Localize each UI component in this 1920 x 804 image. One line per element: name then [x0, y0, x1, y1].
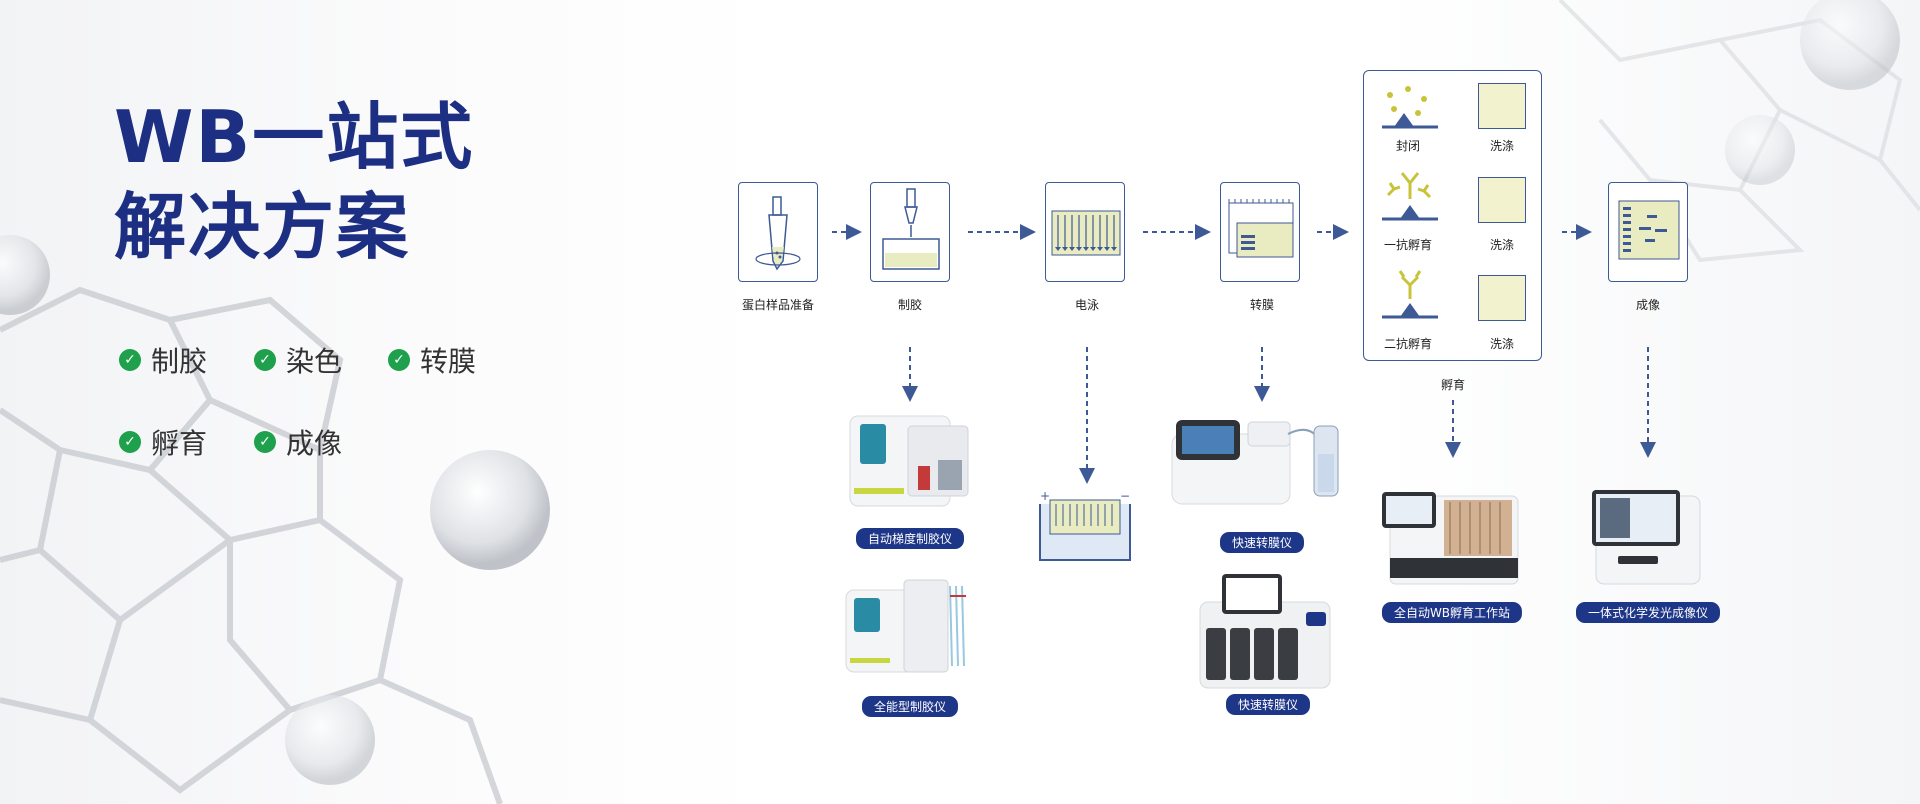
- step-imaging-box: [1608, 182, 1688, 282]
- step-sample-prep-box: [738, 182, 818, 282]
- gradient-gel-maker-device: [849, 415, 969, 507]
- incubation-panel: 封闭 一抗孵育 二抗孵育 洗涤 洗涤 洗涤: [1363, 70, 1542, 361]
- step-label: 成像: [1635, 298, 1661, 312]
- check-icon: ✓: [254, 431, 276, 453]
- chemiluminescence-imager-device: [1592, 490, 1701, 585]
- feature-label: 孵育: [151, 427, 208, 460]
- step-electrophoresis-box: [1045, 182, 1125, 282]
- block-label: 封闭: [1395, 139, 1421, 153]
- step-label: 制胶: [897, 298, 923, 312]
- minus-sign: −: [1120, 490, 1130, 503]
- feature-stain: ✓ 染色: [254, 340, 342, 380]
- step-label: 孵育: [1440, 378, 1466, 392]
- feature-label: 转膜: [420, 345, 477, 378]
- feature-imaging: ✓ 成像: [254, 422, 342, 462]
- fast-transfer-device-2: [1199, 574, 1331, 689]
- feature-gel: ✓ 制胶: [119, 340, 207, 380]
- step-transfer-box: [1220, 182, 1300, 282]
- wash-label: 洗涤: [1489, 337, 1515, 351]
- wash-box-1: [1478, 83, 1526, 129]
- check-icon: ✓: [388, 349, 410, 371]
- gel-casting-icon: [882, 188, 940, 270]
- secondary-label: 二抗孵育: [1383, 337, 1433, 351]
- product-tag: 快速转膜仪: [1225, 694, 1311, 715]
- blocking-icon: [1382, 86, 1438, 129]
- primary-antibody-icon: [1382, 172, 1438, 221]
- primary-label: 一抗孵育: [1383, 238, 1433, 252]
- wash-label: 洗涤: [1489, 139, 1515, 153]
- secondary-antibody-icon: [1382, 270, 1438, 319]
- check-icon: ✓: [119, 349, 141, 371]
- product-tag: 快速转膜仪: [1219, 532, 1305, 553]
- title-line-1: WB一站式: [114, 95, 475, 179]
- wash-box-3: [1478, 275, 1526, 321]
- step-gel-box: [870, 182, 950, 282]
- plus-sign: +: [1040, 490, 1050, 503]
- feature-label: 染色: [286, 345, 343, 378]
- product-tag: 一体式化学发光成像仪: [1575, 602, 1721, 623]
- electrophoresis-tank-icon: + −: [1039, 490, 1131, 561]
- check-icon: ✓: [254, 349, 276, 371]
- tube-icon: [755, 196, 801, 271]
- wash-box-2: [1478, 177, 1526, 223]
- fast-transfer-device-1: [1171, 420, 1339, 505]
- step-label: 电泳: [1074, 298, 1100, 312]
- title-line-2: 解决方案: [114, 185, 411, 269]
- product-tag: 全自动WB孵育工作站: [1381, 602, 1523, 623]
- electrophoresis-gel-icon: [1051, 210, 1121, 256]
- imaging-blot-icon: [1618, 200, 1680, 260]
- wb-incubation-workstation-device: [1382, 492, 1519, 585]
- step-label: 转膜: [1249, 298, 1275, 312]
- check-icon: ✓: [119, 431, 141, 453]
- product-tag: 全能型制胶仪: [861, 696, 959, 717]
- transfer-membrane-icon: [1228, 199, 1294, 258]
- full-gel-maker-device: [845, 579, 966, 673]
- feature-label: 成像: [286, 427, 343, 460]
- step-label: 蛋白样品准备: [741, 298, 815, 312]
- wash-label: 洗涤: [1489, 238, 1515, 252]
- feature-label: 制胶: [151, 345, 208, 378]
- feature-transfer: ✓ 转膜: [388, 340, 476, 380]
- product-tag: 自动梯度制胶仪: [855, 528, 965, 549]
- feature-incubation: ✓ 孵育: [119, 422, 207, 462]
- page-title: WB一站式 解决方案: [114, 92, 474, 272]
